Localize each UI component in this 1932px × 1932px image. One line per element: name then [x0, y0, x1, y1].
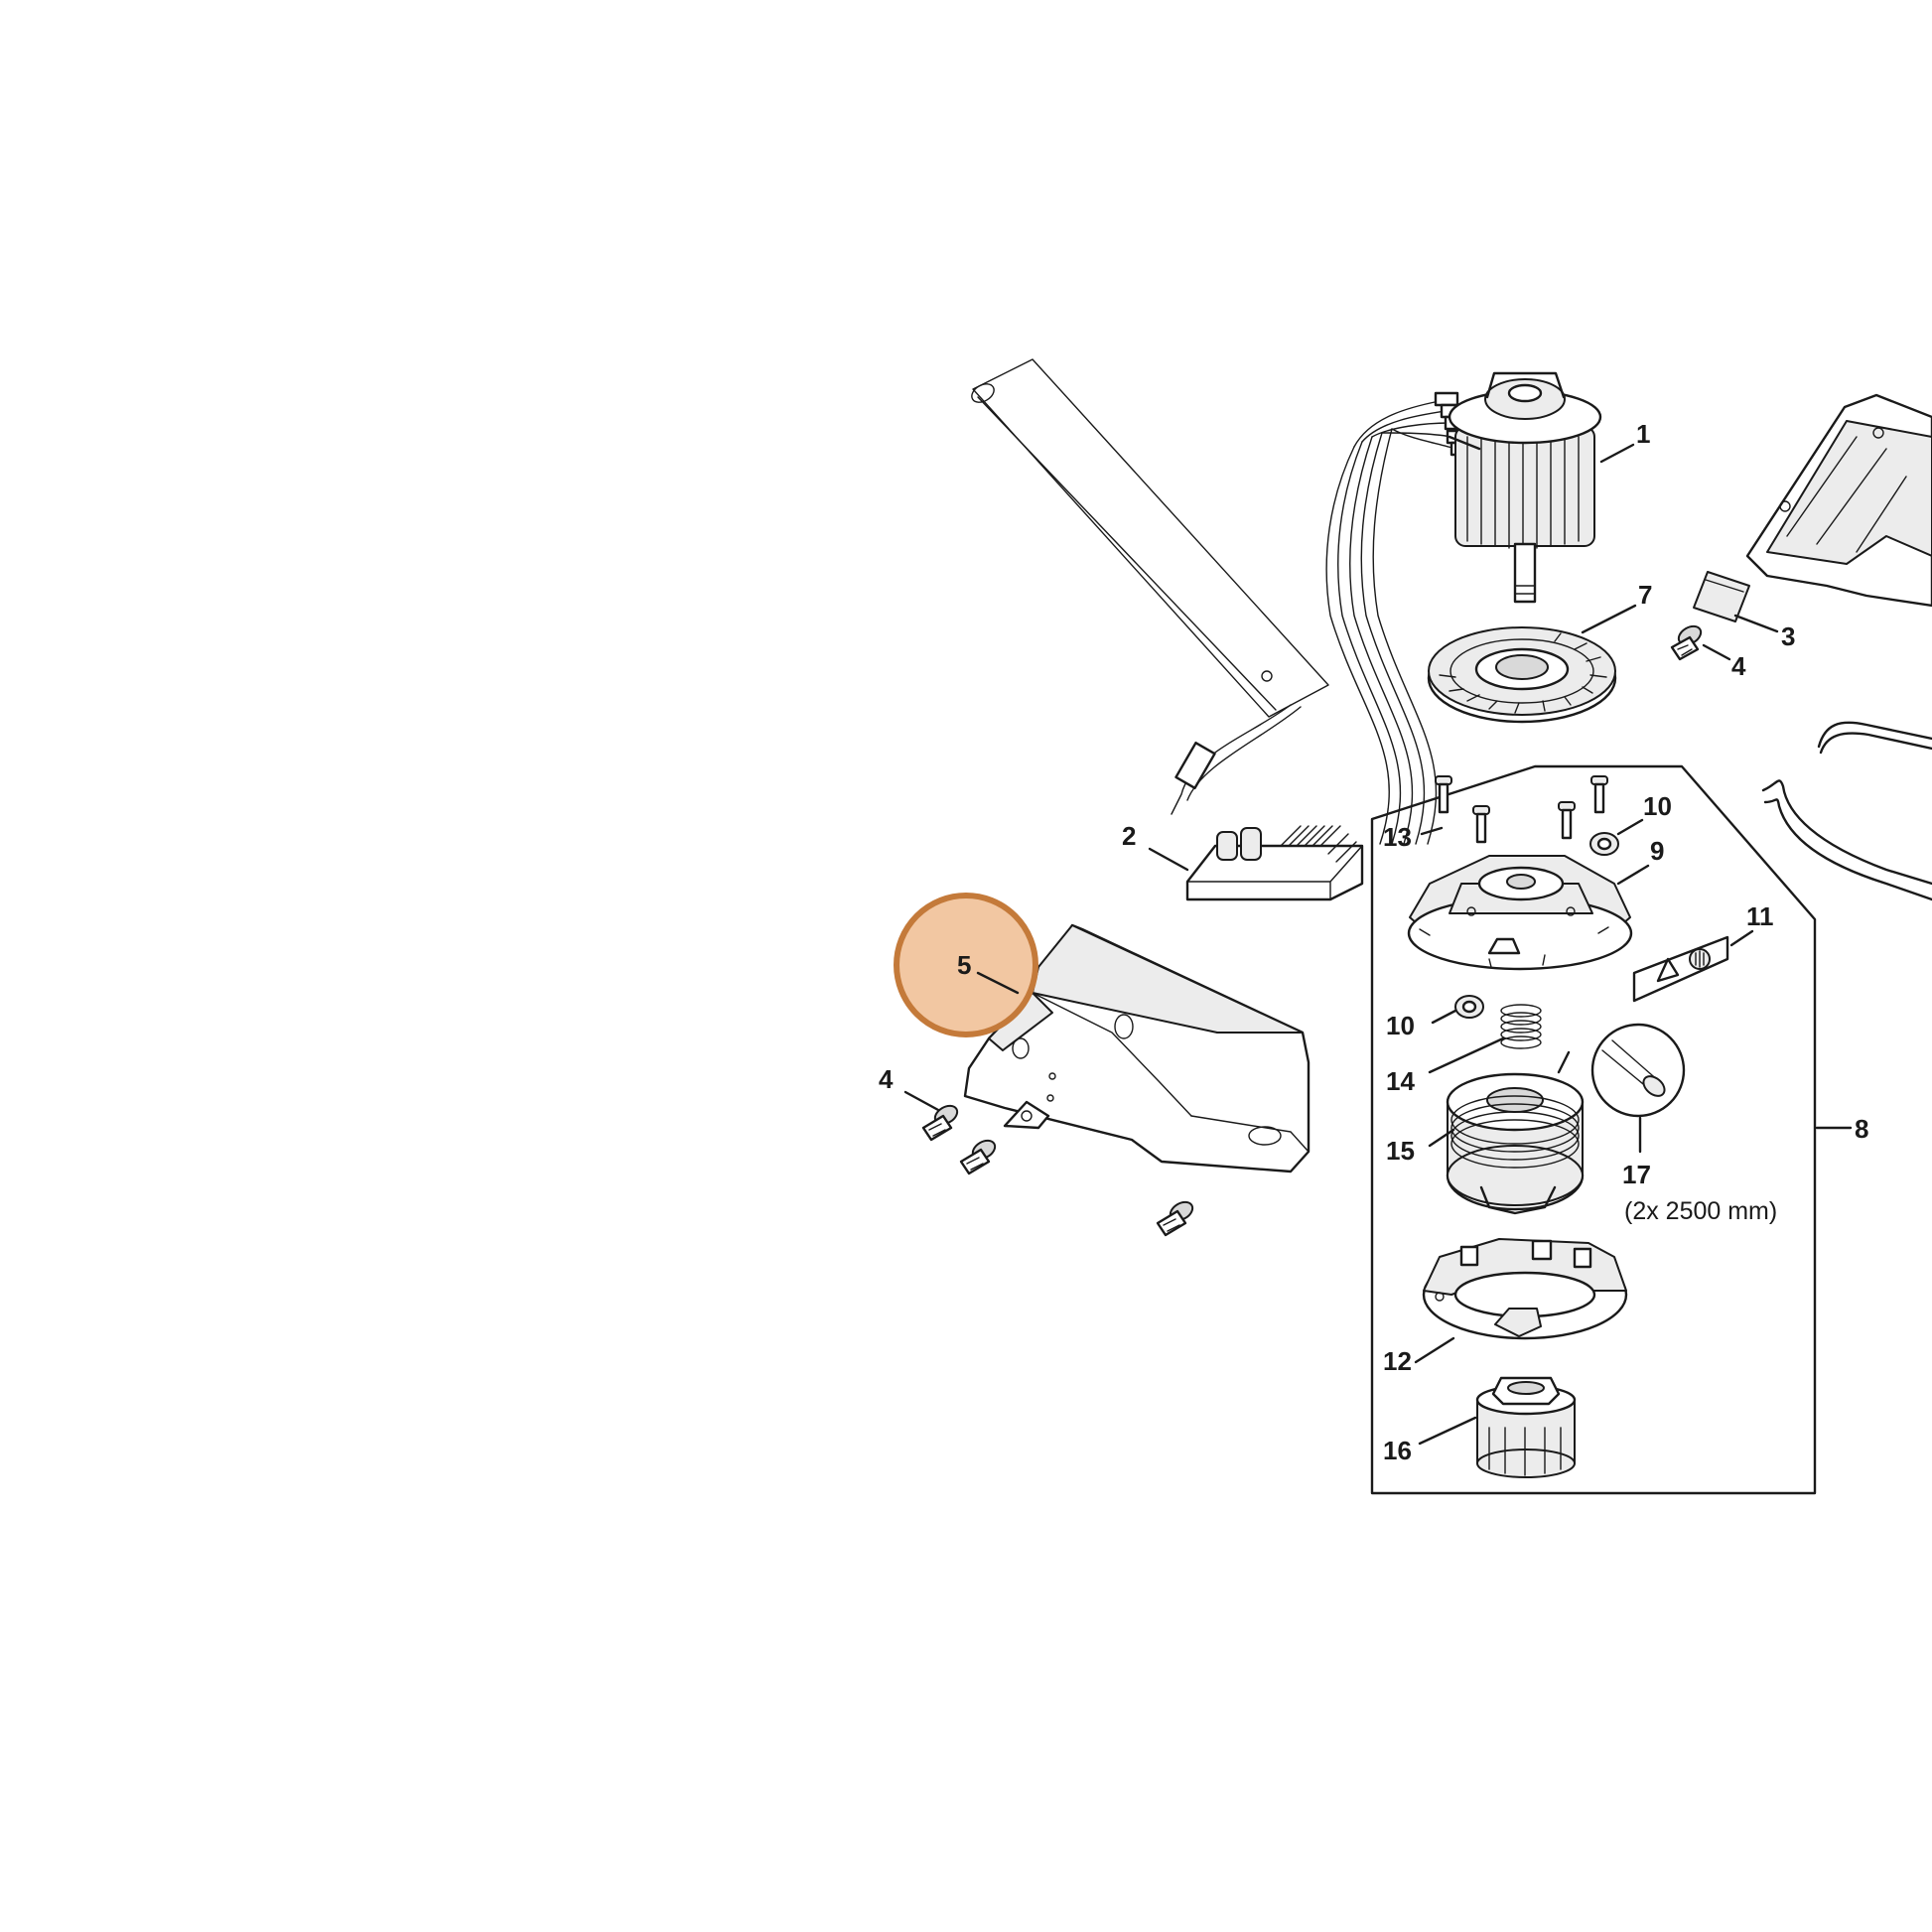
leader-10-lower: [1431, 1009, 1457, 1025]
housing-top-right: [1745, 393, 1932, 608]
leader-11: [1729, 929, 1754, 947]
callout-4-left: 4: [879, 1064, 894, 1094]
leader-14: [1428, 1036, 1505, 1074]
trimmer-line-part-17: [1590, 1023, 1686, 1118]
callout-1: 1: [1636, 419, 1650, 449]
clip-part-3: [1693, 571, 1750, 622]
leader-7: [1581, 604, 1637, 634]
leader-9: [1616, 864, 1650, 886]
callout-11: 11: [1746, 901, 1774, 931]
callout-14: 14: [1386, 1066, 1415, 1096]
wire-harness: [1171, 391, 1475, 845]
screws-part-4-left: [921, 1104, 1194, 1237]
warning-label-part-11: [1632, 935, 1729, 1003]
leader-4-left: [903, 1090, 940, 1112]
line-spec-text: (2x 2500 mm): [1624, 1197, 1777, 1225]
callout-2: 2: [1122, 821, 1136, 851]
spring-part-14: [1500, 1004, 1542, 1049]
nut-part-10-upper: [1589, 832, 1619, 856]
callout-16: 16: [1383, 1436, 1412, 1465]
cap-part-16: [1475, 1376, 1577, 1478]
callout-10-upper: 10: [1643, 791, 1672, 821]
kit-frame: [1370, 764, 1817, 1495]
callout-10-lower: 10: [1386, 1011, 1415, 1040]
screw-part-4-right: [1670, 624, 1703, 661]
spool-part-15: [1446, 1050, 1585, 1215]
leader-15: [1428, 1128, 1455, 1148]
nut-part-10-lower: [1454, 995, 1484, 1019]
leader-1: [1599, 443, 1635, 464]
leader-13: [1420, 826, 1444, 836]
leader-16: [1418, 1416, 1477, 1446]
highlight-marker[interactable]: 5: [894, 893, 1038, 1037]
callout-17: 17: [1622, 1160, 1651, 1189]
motor-cover-part-5: [963, 923, 1311, 1173]
callout-15: 15: [1386, 1136, 1415, 1166]
callout-8: 8: [1855, 1114, 1868, 1144]
callout-12: 12: [1383, 1346, 1412, 1376]
callout-5: 5: [957, 950, 971, 980]
leader-4-right: [1702, 643, 1731, 661]
leader-2: [1148, 847, 1189, 872]
callout-7: 7: [1638, 580, 1652, 610]
callout-9: 9: [1650, 836, 1664, 866]
leader-10-upper: [1616, 818, 1644, 836]
callout-3: 3: [1781, 621, 1795, 651]
motor-part-1: [1448, 371, 1602, 604]
leader-3: [1733, 614, 1779, 633]
screws-part-13: [1435, 775, 1608, 844]
plate-part-9: [1407, 855, 1633, 971]
leader-5: [976, 971, 1020, 995]
controller-board-part-2: [1185, 825, 1364, 901]
leader-12: [1414, 1336, 1455, 1364]
handle-bars: [1761, 721, 1932, 901]
spool-housing-part-12: [1422, 1238, 1628, 1340]
highlight-circle[interactable]: [894, 893, 1038, 1037]
callout-13: 13: [1383, 822, 1412, 852]
callout-4-right: 4: [1731, 651, 1746, 681]
fan-ring-part-7: [1427, 626, 1617, 724]
shaft-tube: [971, 358, 1329, 718]
